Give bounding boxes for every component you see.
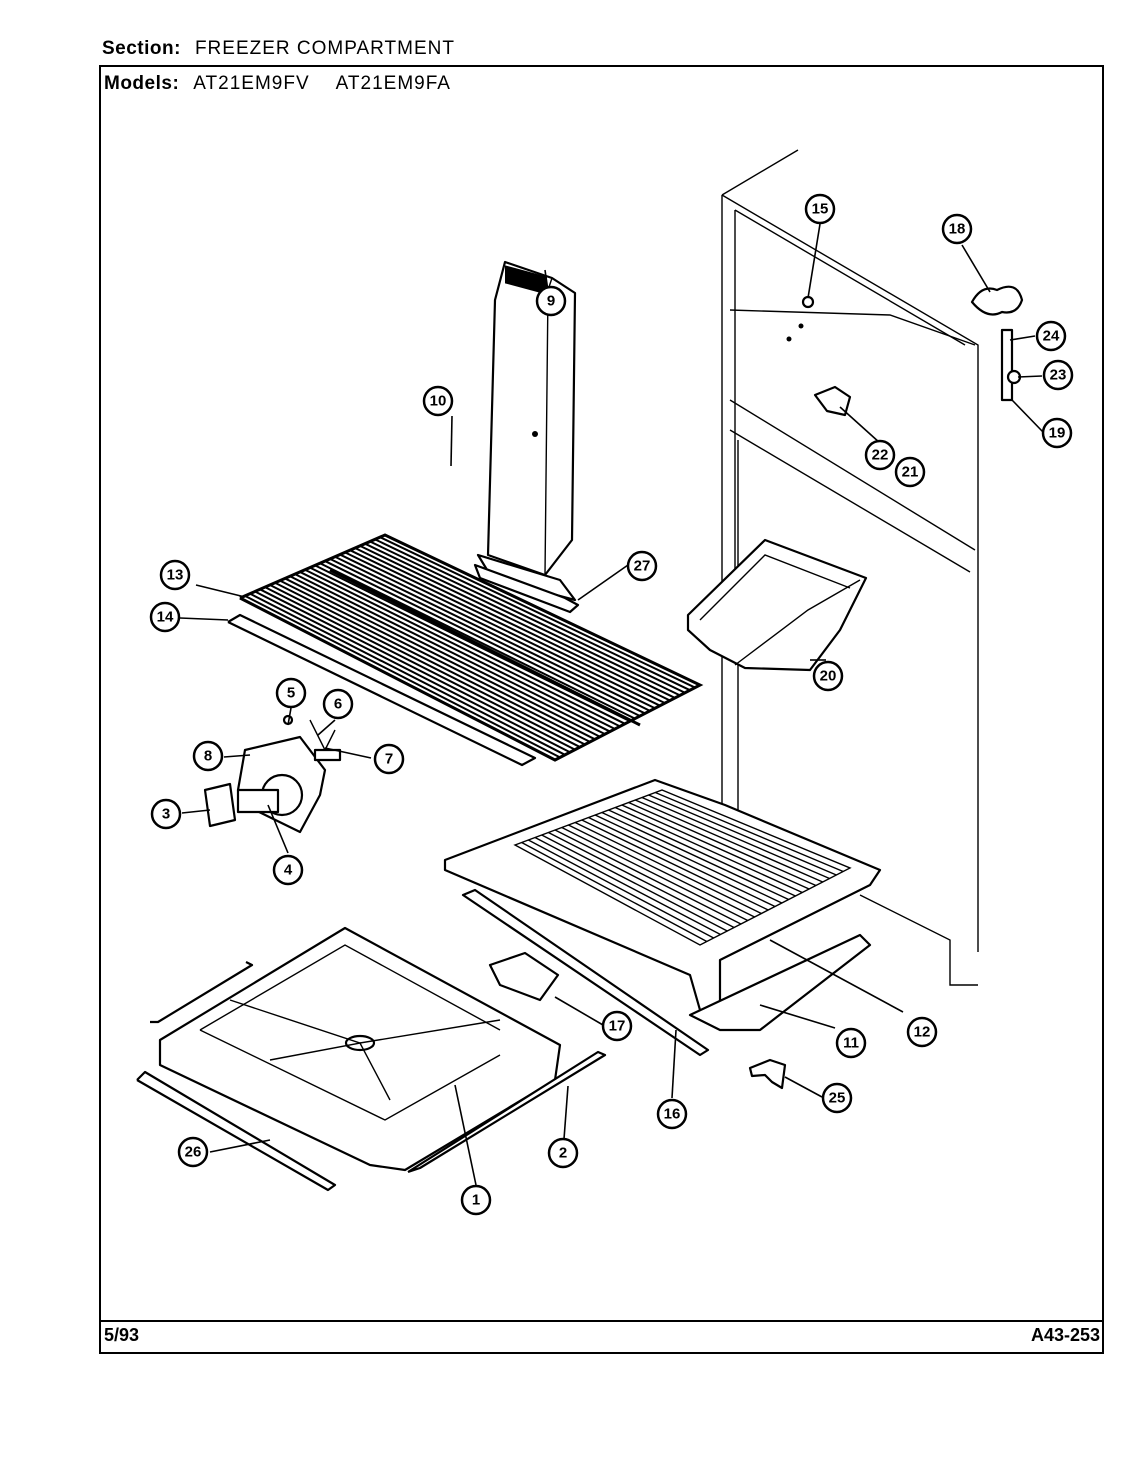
leader-lines: [179, 223, 1044, 1186]
svg-text:20: 20: [820, 668, 837, 685]
diagram-frame: [99, 65, 1104, 1354]
callout-4: 4: [272, 854, 304, 886]
part-clip: [748, 1058, 787, 1090]
model-2: AT21EM9FA: [335, 73, 451, 94]
svg-text:14: 14: [157, 609, 174, 626]
svg-text:11: 11: [843, 1035, 859, 1052]
part-evaporator-cover: [476, 260, 577, 602]
callout-1: 1: [460, 1184, 492, 1216]
part-front-trim: [461, 888, 710, 1057]
part-front-rail: [136, 1070, 337, 1192]
svg-text:4: 4: [284, 862, 293, 879]
callout-26: 26: [177, 1136, 209, 1168]
models-line: Models: AT21EM9FV AT21EM9FA: [104, 73, 451, 95]
part-cabinet-hardware: [786, 285, 1024, 417]
svg-text:8: 8: [204, 748, 212, 765]
section-title: Section: FREEZER COMPARTMENT: [102, 38, 455, 60]
callout-20: 20: [812, 660, 844, 692]
svg-text:23: 23: [1050, 367, 1067, 384]
callout-22: 22: [864, 439, 896, 471]
svg-text:16: 16: [664, 1106, 681, 1123]
callout-21: 21: [894, 456, 926, 488]
svg-text:12: 12: [914, 1024, 931, 1041]
svg-text:27: 27: [634, 558, 651, 575]
callout-8: 8: [192, 740, 224, 772]
callout-6: 6: [322, 688, 354, 720]
svg-text:25: 25: [829, 1090, 846, 1107]
callout-23: 23: [1042, 359, 1074, 391]
svg-text:19: 19: [1049, 425, 1066, 442]
part-side-rail: [407, 1050, 607, 1174]
svg-text:18: 18: [949, 221, 966, 238]
svg-text:2: 2: [559, 1145, 567, 1162]
callout-10: 10: [422, 385, 454, 417]
callout-14: 14: [149, 601, 181, 633]
svg-text:6: 6: [334, 696, 342, 713]
callout-18: 18: [941, 213, 973, 245]
callout-27: 27: [626, 550, 658, 582]
svg-text:9: 9: [547, 293, 555, 310]
part-glass-shelf: [443, 778, 882, 1012]
callout-7: 7: [373, 743, 405, 775]
footer-code: A43-253: [1030, 1325, 1100, 1345]
callout-2: 2: [547, 1137, 579, 1169]
svg-text:3: 3: [162, 806, 170, 823]
svg-text:7: 7: [385, 751, 393, 768]
callout-13: 13: [159, 559, 191, 591]
footer-date: 5/93: [104, 1325, 140, 1345]
part-left-rail: [150, 961, 254, 1024]
model-1: AT21EM9FV: [193, 73, 310, 94]
callout-25: 25: [821, 1082, 853, 1114]
callout-17: 17: [601, 1010, 633, 1042]
callout-3: 3: [150, 798, 182, 830]
svg-text:10: 10: [430, 393, 447, 410]
svg-text:24: 24: [1043, 328, 1060, 345]
callout-9: 9: [535, 285, 567, 317]
part-slide: [488, 951, 560, 1002]
section-value: FREEZER COMPARTMENT: [194, 38, 455, 59]
section-label: Section:: [102, 38, 181, 59]
models-label: Models:: [104, 73, 180, 94]
part-wire-shelf: [239, 533, 704, 762]
svg-text:26: 26: [185, 1144, 202, 1161]
svg-text:13: 13: [167, 567, 184, 584]
callout-24: 24: [1035, 320, 1067, 352]
callout-5: 5: [275, 677, 307, 709]
svg-text:5: 5: [287, 685, 295, 702]
callout-16: 16: [656, 1098, 688, 1130]
footer-divider: [99, 1320, 1104, 1322]
svg-text:15: 15: [812, 201, 829, 218]
part-shelf-panel: [688, 933, 872, 1032]
callout-11: 11: [835, 1027, 867, 1059]
svg-text:22: 22: [872, 447, 889, 464]
svg-text:1: 1: [472, 1192, 480, 1209]
part-cover-bottom: [473, 563, 580, 614]
callout-19: 19: [1041, 417, 1073, 449]
callout-12: 12: [906, 1016, 938, 1048]
part-shelf-rail: [227, 613, 537, 767]
svg-text:17: 17: [609, 1018, 626, 1035]
svg-text:21: 21: [902, 464, 919, 481]
callout-15: 15: [804, 193, 836, 225]
part-ice-bin: [686, 538, 868, 672]
